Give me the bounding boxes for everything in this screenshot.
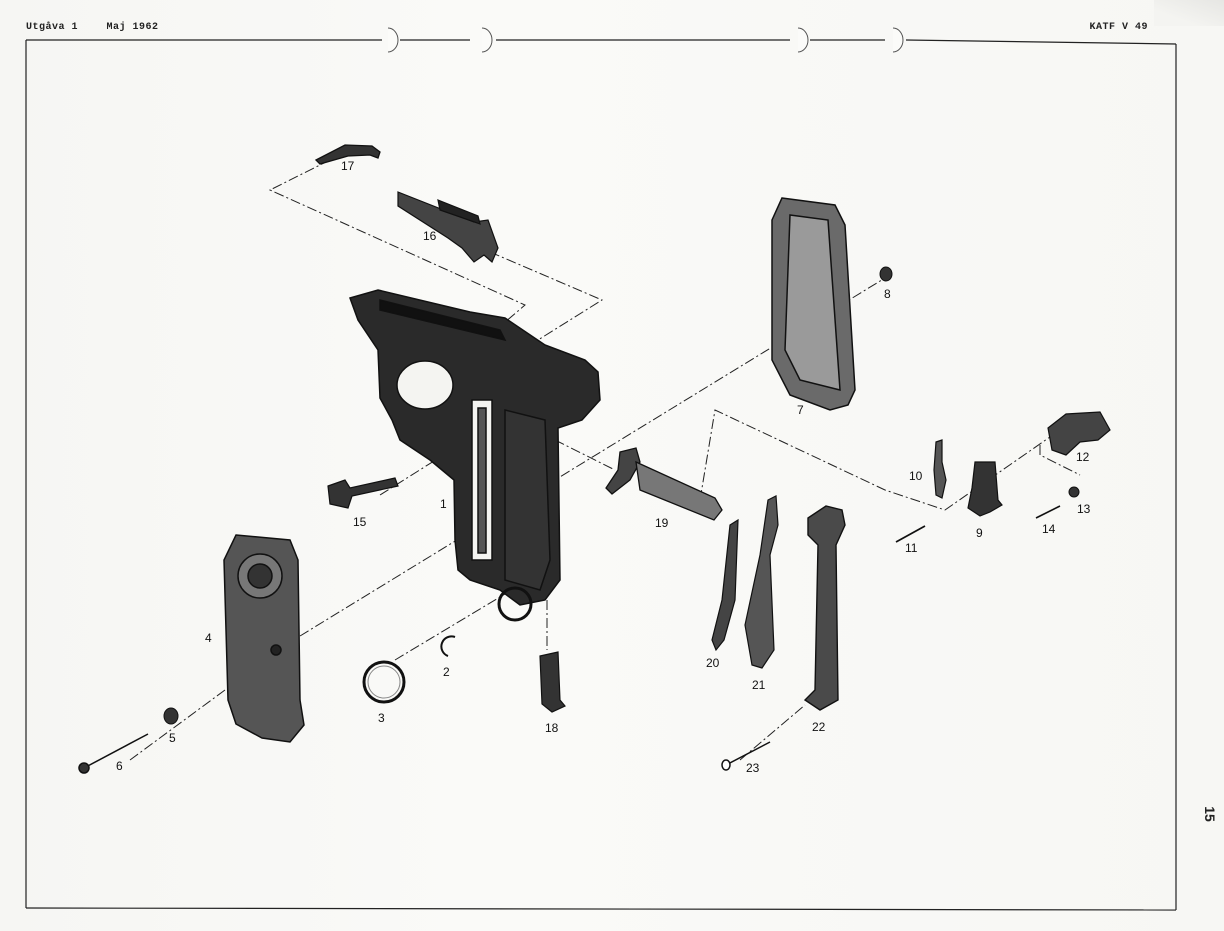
label-18: 18 [545,721,559,735]
label-12: 12 [1076,450,1090,464]
part-15-pin [327,477,399,509]
part-14-pin [1035,505,1061,519]
date-text: Maj 1962 [106,22,159,33]
part-2-clip [440,635,456,657]
part-16-slide-component [397,191,499,263]
label-23: 23 [746,761,760,775]
page-frame [25,39,1177,911]
label-10: 10 [909,469,923,483]
edition-text: Utgåva 1 [26,22,79,33]
label-2: 2 [443,665,450,679]
label-15: 15 [353,515,367,529]
page-curl [1154,0,1224,26]
part-23-pin [721,741,771,771]
label-16: 16 [423,229,437,243]
part-9-safety [967,461,1003,517]
label-8: 8 [884,287,891,301]
part-11-pin [895,525,926,543]
label-3: 3 [378,711,385,725]
part-callouts: 1 2 3 4 5 6 7 8 9 10 11 12 13 14 15 16 1… [116,159,1091,775]
header-left: Utgåva 1 Maj 1962 [26,22,181,33]
label-13: 13 [1077,502,1091,516]
label-5: 5 [169,731,176,745]
part-5-nut [163,707,179,725]
part-18-magazine-catch [539,651,566,713]
label-22: 22 [812,720,826,734]
part-10-sear [933,439,947,499]
part-12-hammer [1047,411,1111,456]
label-4: 4 [205,631,212,645]
label-20: 20 [706,656,720,670]
doc-code: KATF V 49 [1089,22,1148,33]
label-14: 14 [1042,522,1056,536]
ring-1-lanyard [497,586,533,622]
part-22-backstrap [803,505,846,711]
part-7-grip-plate [771,197,856,411]
part-8-nut [879,266,893,282]
part-6-screw [78,733,149,774]
label-7: 7 [797,403,804,417]
part-13-nut [1068,486,1080,498]
label-9: 9 [976,526,983,540]
label-17: 17 [341,159,355,173]
part-17-pin [314,144,381,165]
part-1-frame [349,289,601,606]
part-19-trigger [605,447,723,521]
part-20-spring [711,518,739,652]
label-6: 6 [116,759,123,773]
part-4-grip-panel [223,534,305,743]
label-1: 1 [440,497,447,511]
punch-holes [387,27,904,53]
label-19: 19 [655,516,669,530]
part-3-ring [362,660,406,704]
part-21-spring [744,495,779,669]
label-21: 21 [752,678,766,692]
label-11: 11 [905,541,918,555]
